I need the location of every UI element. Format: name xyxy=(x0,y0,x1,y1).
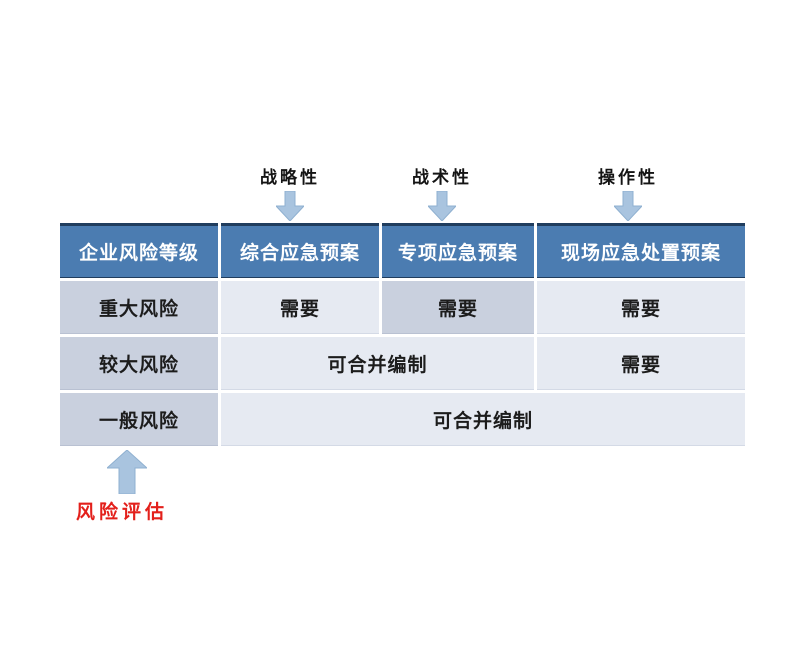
header-cell-comprehensive-plan: 综合应急预案 xyxy=(221,223,379,278)
row-label-major-risk: 重大风险 xyxy=(60,281,218,334)
header-cell-special-plan: 专项应急预案 xyxy=(382,223,534,278)
cell-major-special: 需要 xyxy=(382,281,534,334)
down-arrow-icon xyxy=(276,191,304,221)
top-label-operational: 操作性 xyxy=(598,168,658,187)
down-arrow-icon xyxy=(614,191,642,221)
header-cell-risk-level: 企业风险等级 xyxy=(60,223,218,278)
down-arrow-icon xyxy=(428,191,456,221)
cell-general-combined: 可合并编制 xyxy=(221,393,745,446)
row-label-larger-risk: 较大风险 xyxy=(60,337,218,390)
risk-assessment-label: 风险评估 xyxy=(76,502,169,523)
up-arrow-icon xyxy=(107,450,147,494)
risk-plan-table: 企业风险等级 综合应急预案 专项应急预案 现场应急处置预案 重大风险 需要 需要… xyxy=(60,223,745,446)
row-label-general-risk: 一般风险 xyxy=(60,393,218,446)
top-label-tactical: 战术性 xyxy=(412,168,472,187)
cell-major-onsite: 需要 xyxy=(537,281,745,334)
cell-larger-combined: 可合并编制 xyxy=(221,337,534,390)
cell-larger-onsite: 需要 xyxy=(537,337,745,390)
top-label-strategic: 战略性 xyxy=(260,168,320,187)
header-cell-onsite-plan: 现场应急处置预案 xyxy=(537,223,745,278)
cell-major-comprehensive: 需要 xyxy=(221,281,379,334)
